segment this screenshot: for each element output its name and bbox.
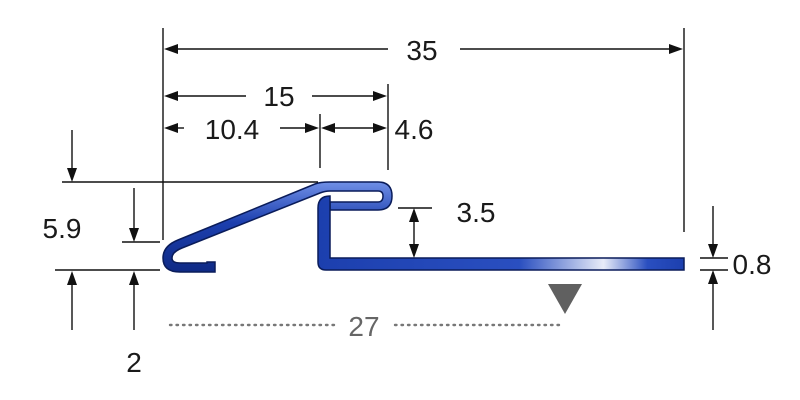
- label-total-height: 5.9: [43, 213, 82, 244]
- label-thickness: 0.8: [733, 249, 772, 280]
- dim-top-width: 15: [164, 81, 389, 170]
- label-left-segment: 10.4: [205, 114, 260, 145]
- label-base-length: 27: [348, 311, 379, 342]
- label-right-segment: 4.6: [395, 114, 434, 145]
- dim-bottom-offset: 2: [55, 269, 160, 378]
- dim-overall-width: 35: [162, 28, 685, 240]
- label-overall-width: 35: [406, 35, 437, 66]
- dim-base-length: 27: [168, 284, 582, 342]
- dim-thickness: 0.8: [700, 206, 771, 330]
- label-bottom-offset: 2: [126, 347, 142, 378]
- dim-step-height: 3.5: [398, 197, 495, 258]
- dim-total-height: 5.9: [43, 130, 318, 244]
- label-step-height: 3.5: [457, 197, 496, 228]
- end-marker-triangle: [548, 284, 582, 314]
- profile-base: [317, 195, 685, 271]
- dim-segments: 10.4 4.6: [164, 114, 433, 168]
- label-top-width: 15: [263, 81, 294, 112]
- aluminium-profile: [162, 181, 685, 273]
